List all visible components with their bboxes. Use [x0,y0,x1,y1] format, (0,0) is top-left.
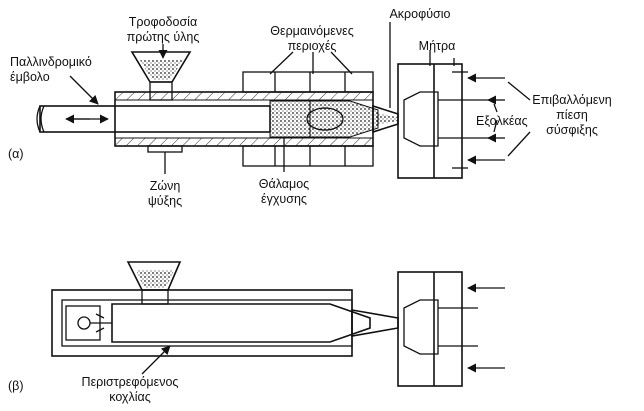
cooling-zone-tab [147,145,183,153]
clamp-label-3: σύσφιξης [546,123,598,137]
mold-b [397,271,463,387]
part-a-leaders [69,22,531,174]
plunger-label-2: έμβολο [10,70,50,84]
part-b-machine [51,261,505,387]
clamp-label-1: Επιβαλλόμενη [532,93,611,107]
chamber-label-2: έγχυσης [261,192,307,206]
labels: Τροφοδοσία πρώτης ύλης Θερμαινόμενες περ… [8,7,612,404]
nozzle-label: Ακροφύσιο [389,7,450,21]
material-pellets [269,100,311,138]
hopper-label-1: Τροφοδοσία [129,15,197,29]
screw-label-1: Περιστρεφόμενος [82,375,179,389]
hopper-label-2: πρώτης ύλης [127,30,200,44]
heater-band-top [242,71,374,93]
screw [111,303,371,343]
plunger-label-1: Παλλινδρομικό [10,55,92,69]
screw-label-2: κοχλίας [109,390,151,404]
part-b-label: (β) [8,379,24,393]
ejector-label: Εξολκέας [476,114,528,128]
cooling-zone-label-2: ψύξης [148,194,182,208]
heated-zones-label-1: Θερμαινόμενες [270,24,353,38]
heater-band-bottom [242,145,374,167]
mold-a [397,63,463,179]
part-a-label: (α) [8,147,24,161]
chamber-label-1: Θάλαμος [259,177,309,191]
cooling-zone-label-1: Ζώνη [150,179,181,193]
part-a-machine [36,51,505,179]
mold-label: Μήτρα [419,39,456,53]
clamp-label-2: πίεση [556,108,588,122]
torpedo [306,107,344,131]
heated-zones-label-2: περιοχές [288,39,337,53]
